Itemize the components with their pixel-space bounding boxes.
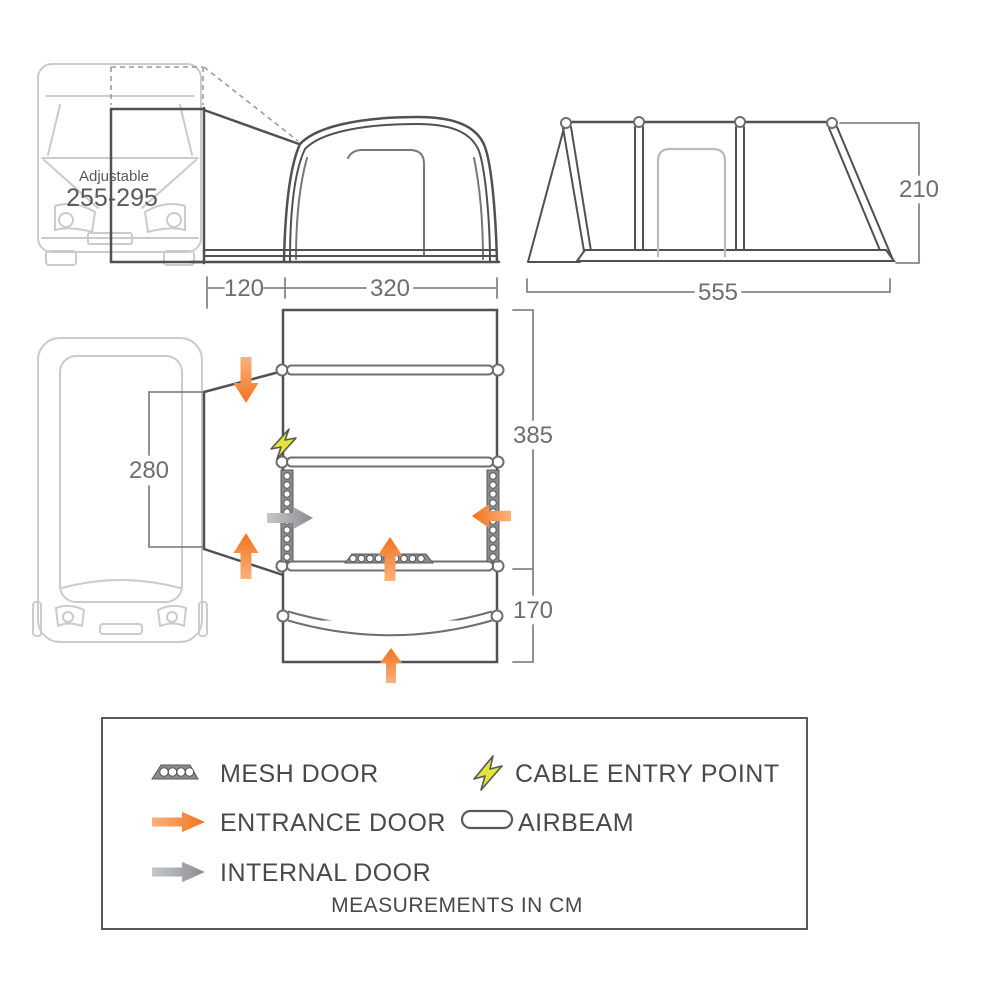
side-dimension-length: 555 xyxy=(526,278,891,306)
cable-entry-icon xyxy=(270,428,297,460)
van-front-outline xyxy=(37,63,202,266)
airbeam-plan-1 xyxy=(275,363,505,377)
van-adjustable-label: Adjustable xyxy=(79,168,149,185)
dim-210: 210 xyxy=(899,176,939,203)
legend-internal-door-label: INTERNAL DOOR xyxy=(220,859,431,887)
airbeam-plan-2 xyxy=(275,455,505,469)
front-door-outline xyxy=(347,149,425,257)
entrance-arrow-tunnel-top xyxy=(233,357,259,403)
van-top-outline xyxy=(32,337,208,643)
dim-320: 320 xyxy=(370,275,410,302)
front-dimensions: 120 320 xyxy=(206,275,498,309)
dim-170: 170 xyxy=(513,597,553,624)
airbeam-cap xyxy=(633,116,645,128)
plan-dimension-van: 280 xyxy=(129,391,203,548)
legend-cable-entry-label: CABLE ENTRY POINT xyxy=(515,760,780,788)
legend-airbeam-label: AIRBEAM xyxy=(518,809,634,837)
awning-footprint xyxy=(281,308,499,664)
dim-385: 385 xyxy=(513,422,553,449)
legend-entrance-door-label: ENTRANCE DOOR xyxy=(220,809,446,837)
plan-dimensions: 385 170 xyxy=(512,309,553,663)
entrance-arrow-tunnel-bottom xyxy=(233,533,259,579)
legend-box xyxy=(101,717,808,930)
right-slope xyxy=(828,127,885,261)
groundsheet-band xyxy=(575,249,896,262)
airbeam-cap xyxy=(826,117,838,129)
left-guy-line xyxy=(527,127,565,263)
tunnel-attachment-lines xyxy=(109,66,301,265)
side-door-outline xyxy=(656,147,727,257)
mesh-door-icon xyxy=(151,764,199,780)
side-dimension-height: 210 xyxy=(839,122,939,264)
awning-front-profile xyxy=(189,115,501,264)
dim-555: 555 xyxy=(698,279,738,306)
legend-footer: MEASUREMENTS IN CM xyxy=(331,894,583,917)
dim-280: 280 xyxy=(129,457,169,484)
side-view: 555 210 xyxy=(526,116,939,306)
cable-entry-icon xyxy=(473,755,503,791)
dim-120: 120 xyxy=(224,275,264,302)
airbeam-cap xyxy=(560,117,572,129)
airbeam-cap xyxy=(734,116,746,128)
legend-mesh-door-label: MESH DOOR xyxy=(220,760,379,788)
front-view: Adjustable 255-295 xyxy=(37,63,501,309)
airbeam-icon xyxy=(460,809,514,830)
airbeam-plan-curved xyxy=(276,609,504,637)
plan-view: 280 xyxy=(32,308,553,683)
legend: MESH DOOR CABLE ENTRY POINT ENTRANCE DOO… xyxy=(101,717,808,930)
